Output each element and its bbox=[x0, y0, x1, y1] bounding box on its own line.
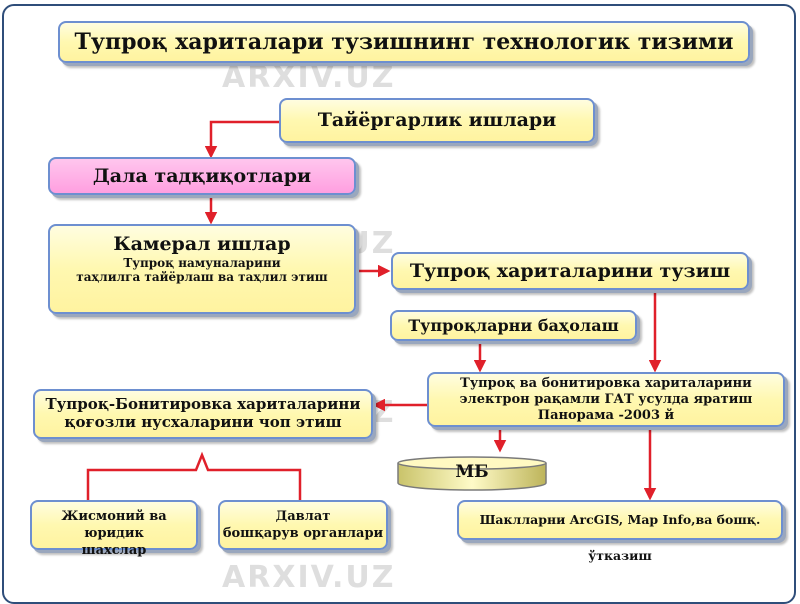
cameral-subtitle-1: Тупроқ намуналарини bbox=[123, 256, 281, 270]
persons-line-2: шахслар bbox=[81, 543, 147, 558]
watermark: ARXIV.UZ bbox=[222, 60, 396, 95]
node-legal-persons: Жисмоний ва юридик шахслар bbox=[30, 500, 198, 558]
node-format-conversion: Шаклларни ArcGIS, Map Info,ва бошқ. ўтка… bbox=[457, 500, 783, 563]
cameral-subtitle-2: таҳлилга тайёрлаш ва таҳлил этиш bbox=[76, 270, 328, 284]
node-electronic-maps: Тупроқ ва бонитировка хариталарини элект… bbox=[427, 372, 785, 427]
database-label: МБ bbox=[455, 462, 489, 482]
node-soil-evaluation: Тупроқларни баҳолаш bbox=[390, 310, 637, 341]
gov-line-1: Давлат bbox=[275, 509, 331, 524]
watermark: ARXIV.UZ bbox=[222, 560, 396, 595]
branch-line bbox=[86, 451, 302, 500]
node-government-bodies: Давлат бошқарув органлари bbox=[218, 500, 388, 550]
electronic-line-3: Панорама -2003 й bbox=[537, 408, 675, 423]
paper-line-1: Тупроқ-Бонитировка хариталарини bbox=[45, 395, 361, 413]
arrow-prep-field bbox=[204, 120, 280, 159]
paper-line-2: қоғозли нусхаларини чоп этиш bbox=[64, 413, 342, 431]
node-paper-copies: Тупроқ-Бонитировка хариталарини қоғозли … bbox=[33, 389, 373, 439]
electronic-line-1: Тупроқ ва бонитировка хариталарини bbox=[460, 376, 752, 391]
node-field-research: Дала тадқиқотлари bbox=[48, 157, 356, 195]
node-map-making: Тупроқ хариталарини тузиш bbox=[391, 252, 749, 290]
node-preparation: Тайёргарлик ишлари bbox=[279, 98, 595, 143]
cameral-title: Камерал ишлар bbox=[113, 233, 291, 255]
node-cameral-works: Камерал ишлар Тупроқ намуналарини таҳлил… bbox=[48, 224, 356, 314]
gov-line-2: бошқарув органлари bbox=[222, 526, 384, 541]
diagram-title: Тупроқ хариталари тузишнинг технологик т… bbox=[58, 21, 750, 63]
database-icon bbox=[397, 456, 547, 491]
electronic-line-2: электрон рақамли ГАТ усулда яратиш bbox=[459, 392, 753, 407]
persons-line-1: Жисмоний ва юридик bbox=[61, 509, 167, 541]
